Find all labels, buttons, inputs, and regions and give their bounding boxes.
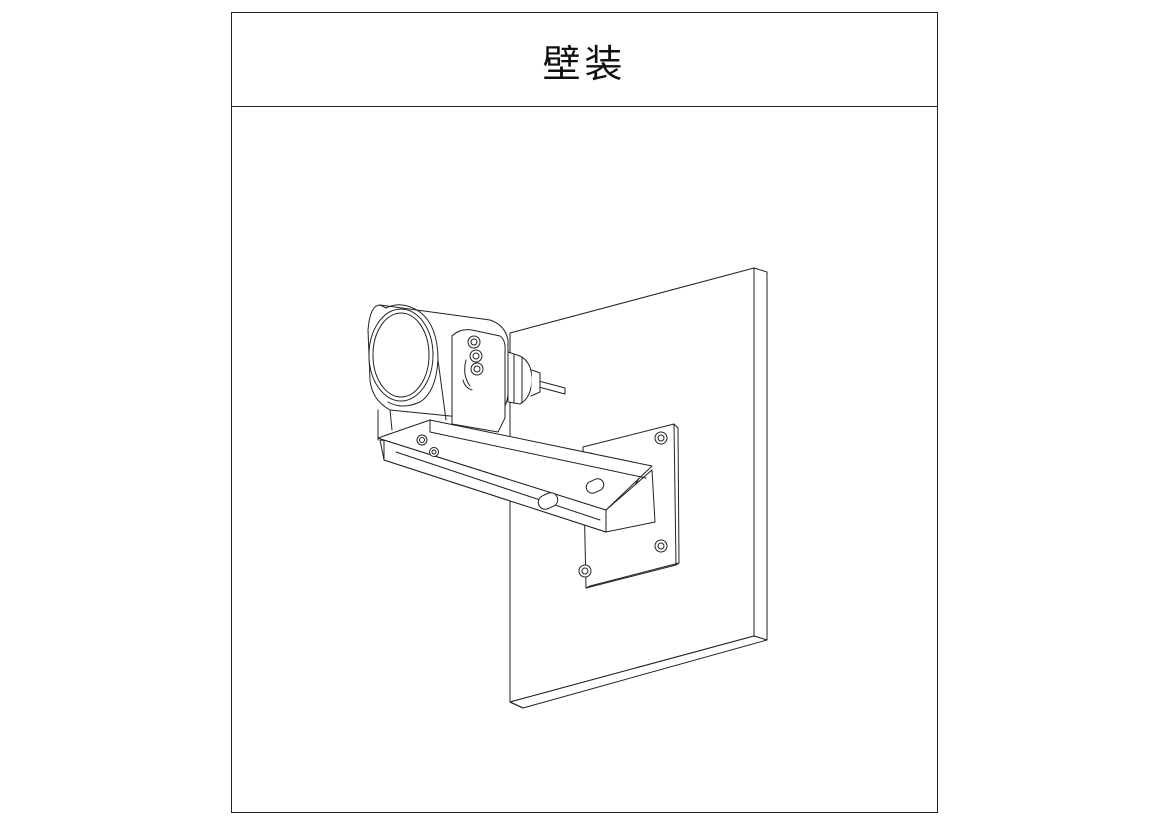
slot-icon bbox=[584, 477, 605, 495]
title-block: 壁装 bbox=[232, 13, 937, 107]
slot-icon bbox=[536, 490, 560, 511]
screw-icon bbox=[471, 363, 483, 375]
drawing-sheet: 壁装 bbox=[231, 12, 938, 813]
bolt-icon bbox=[655, 540, 667, 552]
lens-icon bbox=[369, 309, 433, 401]
screw-icon bbox=[468, 336, 480, 348]
screw-icon bbox=[470, 350, 482, 362]
bolt-icon bbox=[579, 565, 591, 577]
bolt-icon bbox=[655, 432, 667, 444]
bolt-icon bbox=[430, 448, 439, 457]
bolt-icon bbox=[417, 435, 427, 445]
bracket-arm bbox=[378, 420, 655, 532]
page-title: 壁装 bbox=[542, 42, 627, 86]
tilt-plate bbox=[452, 330, 505, 432]
cable-gland bbox=[508, 352, 540, 404]
